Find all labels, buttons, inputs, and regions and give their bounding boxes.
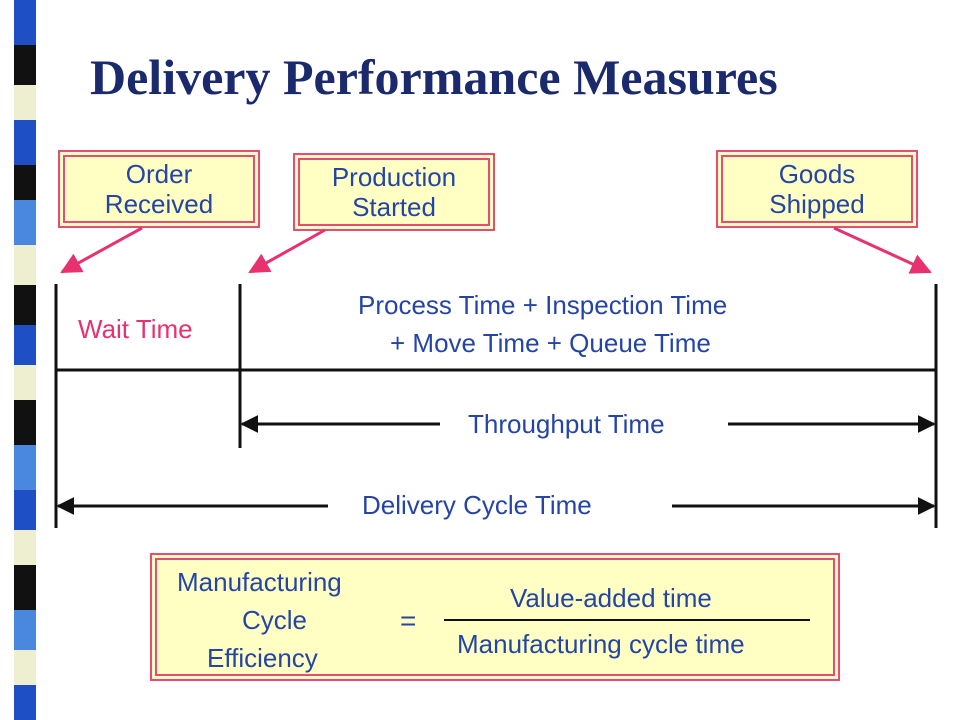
goods-shipped-box: Goods Shipped <box>716 150 918 228</box>
order-received-line2: Received <box>104 189 214 219</box>
mce-label-line2: Cycle <box>242 605 308 635</box>
throughput-time-label: Throughput Time <box>468 409 665 439</box>
wait-time-label: Wait Time <box>78 314 193 344</box>
process-time-label-line2: + Move Time + Queue Time <box>390 328 711 358</box>
formula-denominator: Manufacturing cycle time <box>457 629 745 659</box>
mce-formula-box: Manufacturing Cycle Efficiency = Value-a… <box>150 553 840 681</box>
equals-sign: = <box>400 605 417 636</box>
slide-title: Delivery Performance Measures <box>90 49 778 105</box>
mce-label-line1: Manufacturing <box>177 567 342 597</box>
side-decoration-strip <box>0 0 44 720</box>
fraction-bar <box>444 619 810 621</box>
strip-blocks <box>14 0 36 720</box>
delivery-cycle-time-label: Delivery Cycle Time <box>362 490 592 520</box>
process-time-label-line1: Process Time + Inspection Time <box>358 290 728 320</box>
goods-shipped-line1: Goods <box>778 159 856 189</box>
formula-numerator: Value-added time <box>510 583 712 613</box>
mce-label-line3: Efficiency <box>207 643 318 673</box>
production-started-line2: Started <box>352 192 436 222</box>
shipped-pointer-arrow <box>833 226 932 274</box>
order-received-box: Order Received <box>58 150 260 228</box>
goods-shipped-line2: Shipped <box>769 189 865 219</box>
production-started-line1: Production <box>331 162 457 192</box>
order-pointer-arrow <box>60 226 143 274</box>
production-pointer-arrow <box>248 228 326 274</box>
production-started-box: Production Started <box>293 153 495 231</box>
order-received-line1: Order <box>125 159 193 189</box>
